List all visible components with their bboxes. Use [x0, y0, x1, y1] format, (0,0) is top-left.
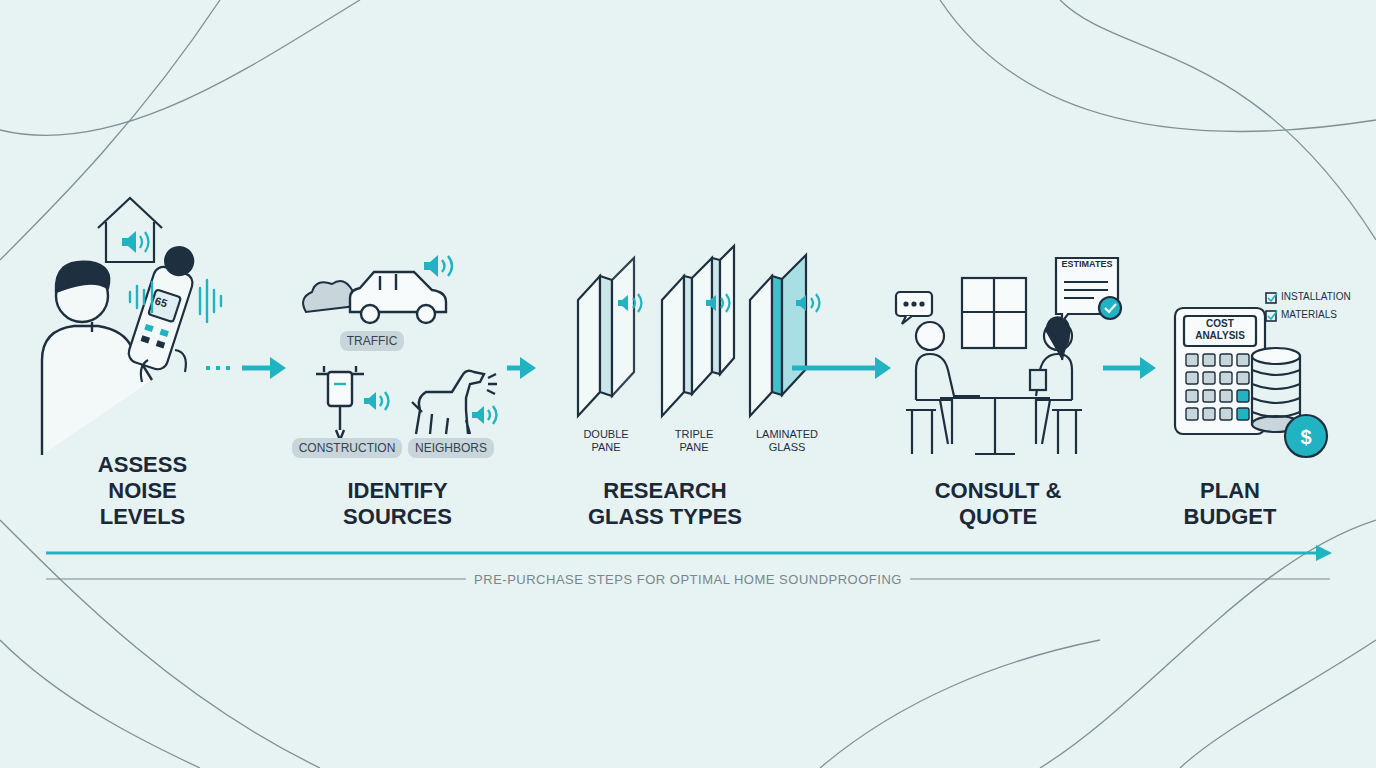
dashed-lead: [206, 366, 230, 370]
pill-text: CONSTRUCTION: [299, 441, 396, 455]
step-heading: IDENTIFY SOURCES: [333, 478, 463, 530]
figure-label: DOUBLE PANE: [576, 428, 636, 454]
figure-label: COST ANALYSIS: [1186, 318, 1254, 342]
sound-waves: [130, 280, 221, 322]
figure-label: ESTIMATES: [1060, 259, 1114, 270]
dog-icon: [412, 371, 497, 434]
source-pill: CONSTRUCTION: [292, 438, 403, 458]
pill-text: NEIGHBORS: [415, 441, 487, 455]
figure-label: 65: [145, 292, 178, 314]
figure-label: INSTALLATION: [1281, 291, 1376, 303]
step-arrow: [792, 357, 891, 379]
step-node: RESEARCH GLASS TYPES: [540, 240, 790, 530]
figure-label: MATERIALS: [1281, 309, 1371, 321]
source-pill: TRAFFIC: [340, 331, 405, 351]
step-arrow: [1103, 357, 1156, 379]
arrow-head: [520, 357, 536, 379]
arrow-line: [242, 366, 274, 371]
coin-stack: [1252, 348, 1327, 457]
house-icon: [98, 198, 162, 262]
sound-meter: [126, 242, 202, 382]
step-arrow: [507, 357, 536, 379]
arrow-head: [875, 357, 891, 379]
figure-label: TRIPLE PANE: [664, 428, 724, 454]
step-node: CONSULT & QUOTE: [895, 240, 1101, 530]
step-heading: RESEARCH GLASS TYPES: [584, 478, 746, 530]
step-arrow: [242, 357, 286, 379]
step-heading: PLAN BUDGET: [1175, 478, 1285, 530]
step-node: PLAN BUDGET: [1160, 240, 1300, 530]
consultation-scene: [896, 258, 1121, 454]
step-node: IDENTIFY SOURCES TRAFFIC CONSTRUCTION NEIGH…: [290, 240, 505, 530]
car-icon: [350, 255, 452, 323]
checkboxes: [1266, 293, 1277, 321]
jackhammer-icon: [316, 366, 389, 440]
arrow-line: [1103, 366, 1144, 371]
arrow-head: [1140, 357, 1156, 379]
arrow-head: [270, 357, 286, 379]
figure-label: $: [1292, 425, 1320, 449]
source-pill: NEIGHBORS: [408, 438, 494, 458]
step-heading: ASSESS NOISE LEVELS: [65, 452, 221, 530]
arrow-line: [792, 366, 879, 371]
figure-label: LAMINATED GLASS: [742, 428, 832, 454]
step-heading: CONSULT & QUOTE: [928, 478, 1068, 530]
pill-text: TRAFFIC: [347, 334, 398, 348]
caption: PRE-PURCHASE STEPS FOR OPTIMAL HOME SOUN…: [466, 572, 910, 587]
glass-panes: [578, 246, 820, 416]
step-node: ASSESS NOISE LEVELS: [45, 240, 240, 530]
